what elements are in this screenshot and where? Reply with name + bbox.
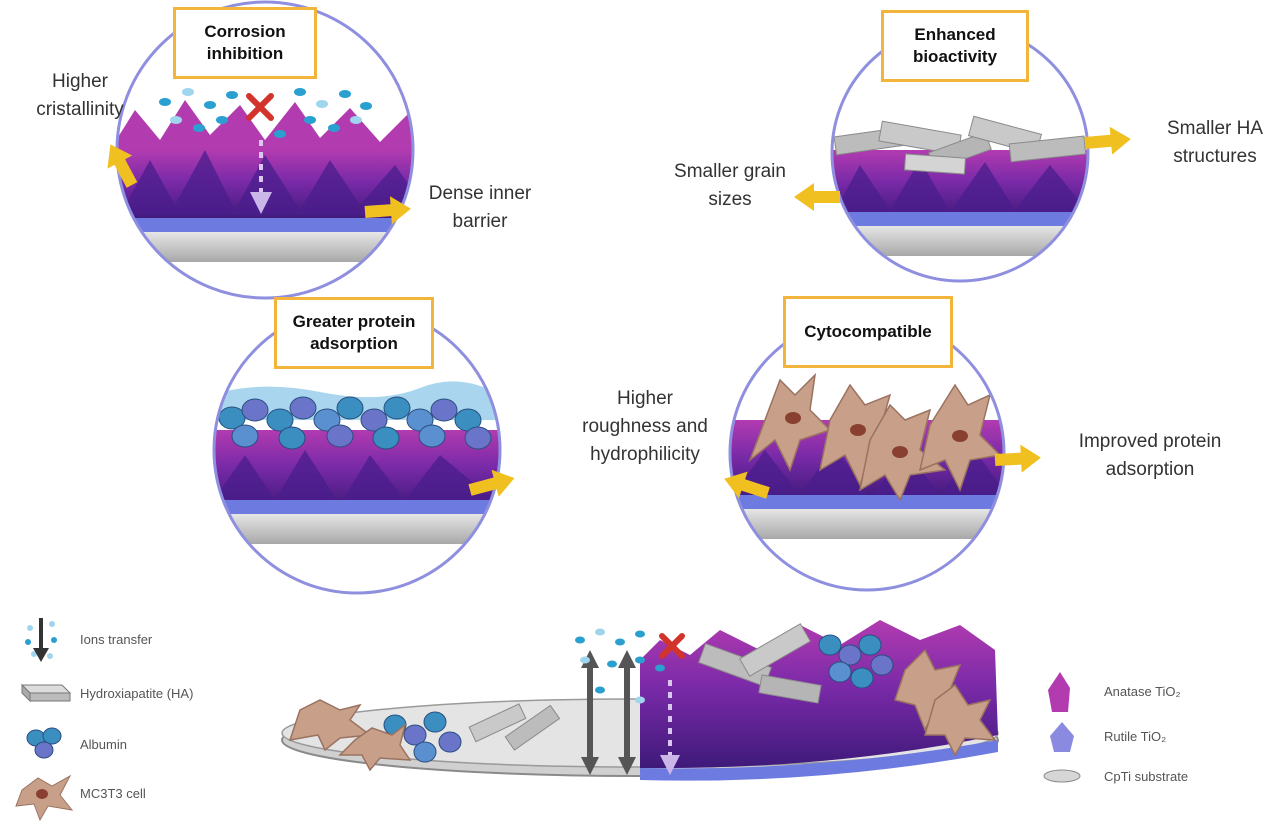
ion-particles xyxy=(159,88,372,138)
cpti-substrate-legend-icon xyxy=(1043,769,1081,783)
albumin-cluster-disk xyxy=(383,634,894,763)
ha-crystals-disk xyxy=(468,623,822,751)
blocked-cross-icon xyxy=(659,633,685,659)
arrow-right-icon xyxy=(1083,125,1133,157)
ha-crystals xyxy=(833,115,1087,175)
legend-hydroxiapatite: Hydroxiapatite (HA) xyxy=(80,686,194,701)
albumin-legend-icon xyxy=(26,727,62,759)
blocked-cross-icon xyxy=(246,93,274,121)
anatase-tio2-legend-icon xyxy=(1048,672,1070,712)
legend-anatase-tio2: Anatase TiO₂ xyxy=(1104,684,1181,699)
legend-cpti-substrate: CpTi substrate xyxy=(1104,769,1189,784)
panel-enhanced-bioactivity xyxy=(794,23,1133,283)
ion-transfer-arrows xyxy=(581,650,680,775)
mc3t3-cell-legend-icon xyxy=(15,774,74,822)
legend-mc3t3-cell: MC3T3 cell xyxy=(80,786,146,801)
arrow-left-icon xyxy=(794,183,840,211)
legend-ions-transfer: Ions transfer xyxy=(80,632,153,647)
legend-albumin: Albumin xyxy=(80,737,127,752)
panel-cytocompatible xyxy=(719,314,1042,592)
hydroxiapatite-legend-icon xyxy=(20,683,72,703)
rutile-tio2-legend-icon xyxy=(1050,722,1074,752)
ion-particles-disk xyxy=(575,628,665,704)
ion-path-arrow-icon xyxy=(250,140,272,214)
legend-rutile-tio2: Rutile TiO₂ xyxy=(1104,729,1167,744)
composite-disk xyxy=(281,620,999,781)
albumin-layer xyxy=(218,396,492,450)
ions-transfer-legend-icon xyxy=(25,618,57,662)
cytocompatible-title: Cytocompatible xyxy=(783,296,953,368)
cells-disk xyxy=(288,648,997,772)
panel-corrosion-inhibition xyxy=(98,0,415,300)
panel-protein-adsorption xyxy=(212,305,519,595)
